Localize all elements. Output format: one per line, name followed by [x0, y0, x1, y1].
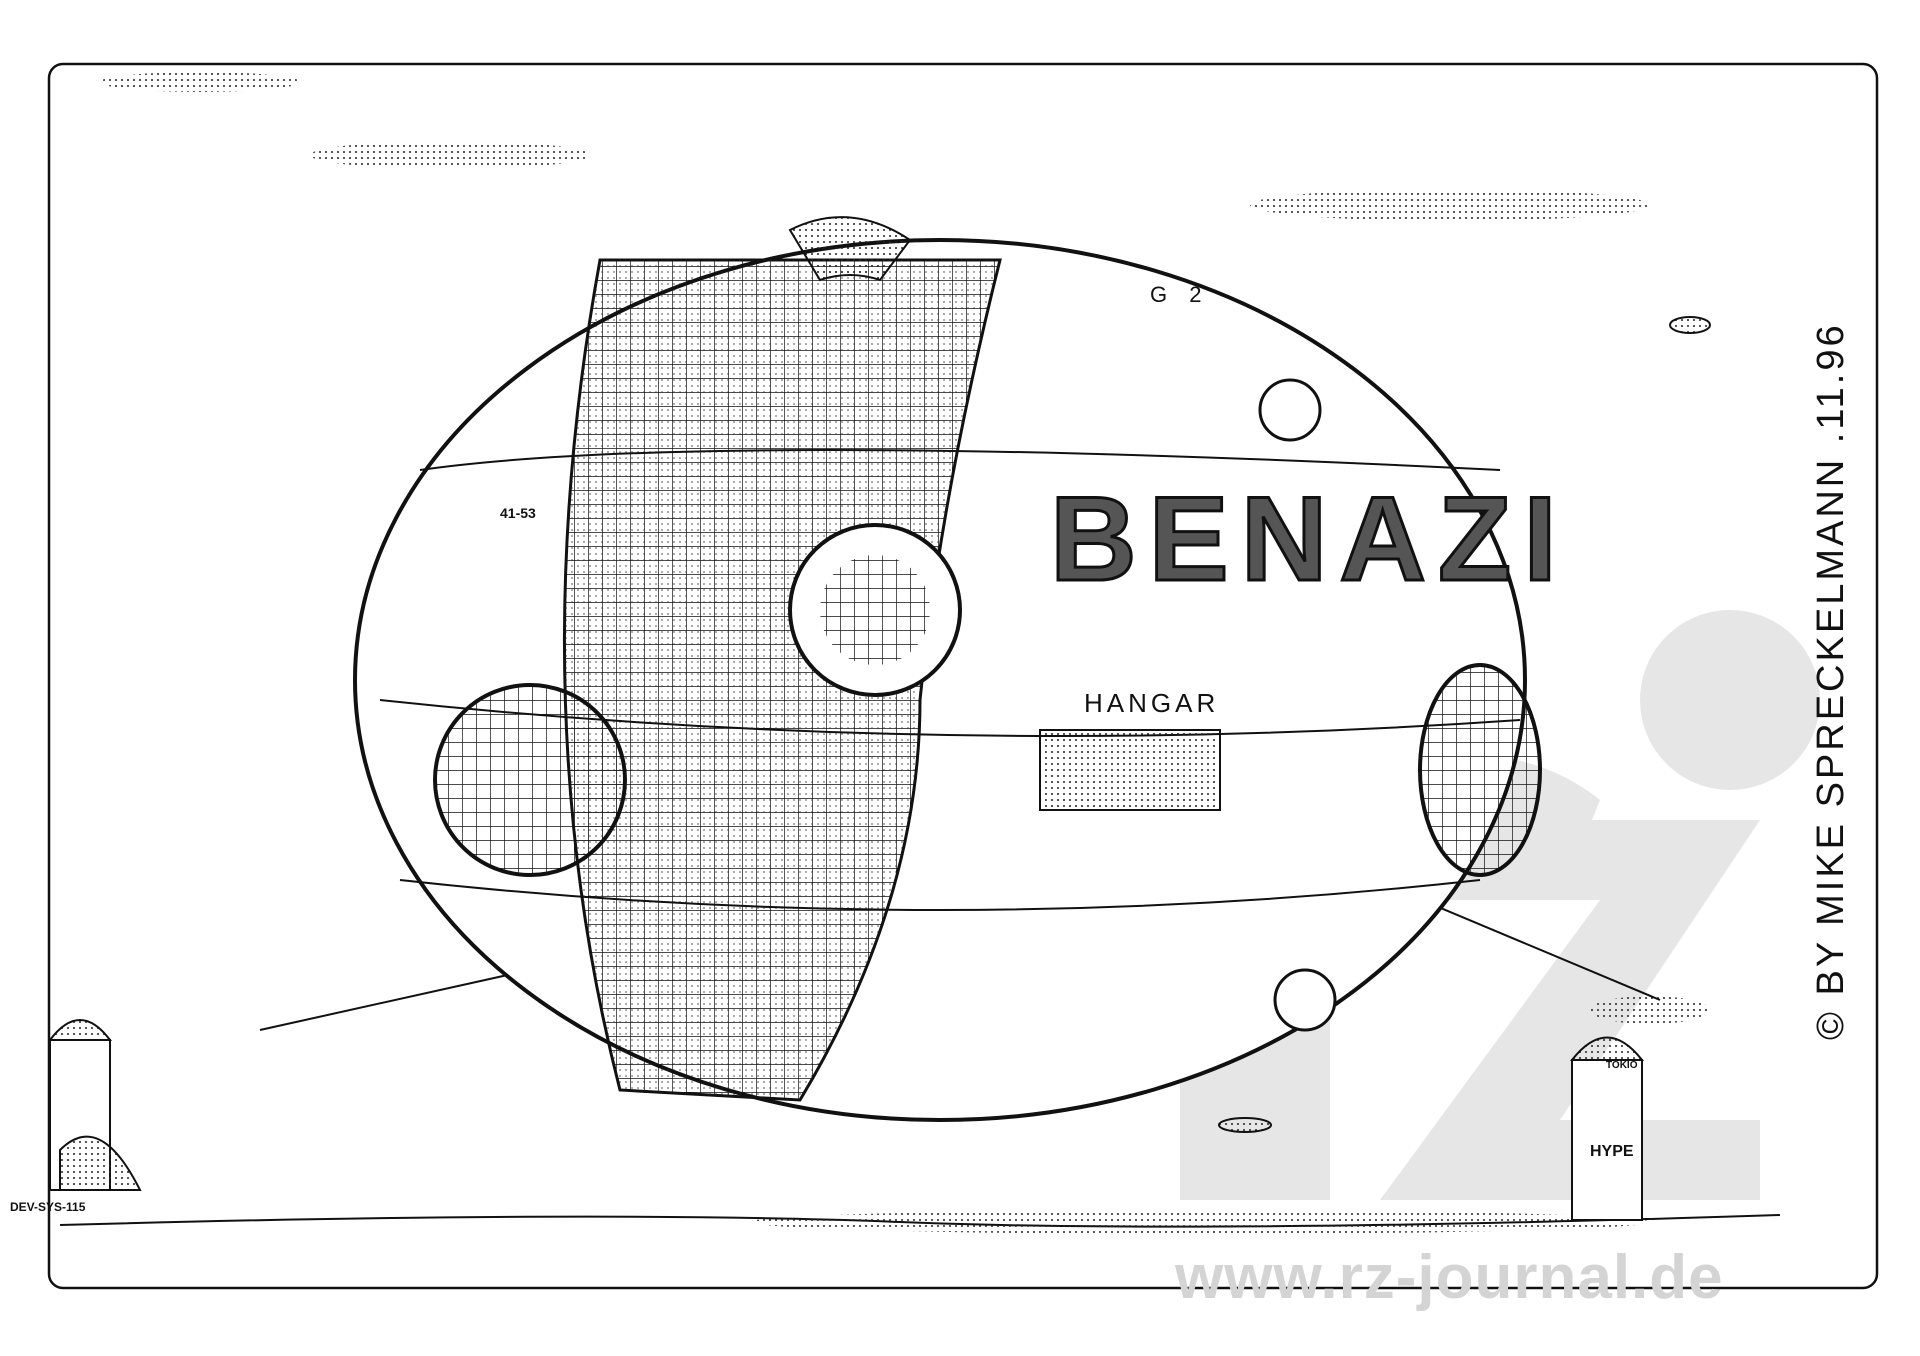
- sphere-ship: [353, 216, 1542, 1122]
- frame-border: [47, 62, 1879, 1290]
- clouds: [100, 72, 1710, 1024]
- left-buildings: [47, 1019, 1645, 1221]
- flying-craft: [1218, 316, 1711, 1133]
- watermark-url: www.rz-journal.de: [1175, 1243, 1724, 1312]
- tower-sign-top: TOKIO: [1606, 1060, 1638, 1071]
- building-label: DEV-SYS-115: [10, 1200, 86, 1214]
- tower-sign: HYPE: [1590, 1143, 1634, 1160]
- hull-name: BENAZI: [1049, 471, 1569, 608]
- deck-label: G 2: [1150, 282, 1210, 307]
- artist-credit: © BY MIKE SPRECKELMANN .11.96: [1810, 322, 1852, 1040]
- hangar-label: HANGAR: [1084, 688, 1220, 718]
- hull-code: 41-53: [500, 505, 536, 521]
